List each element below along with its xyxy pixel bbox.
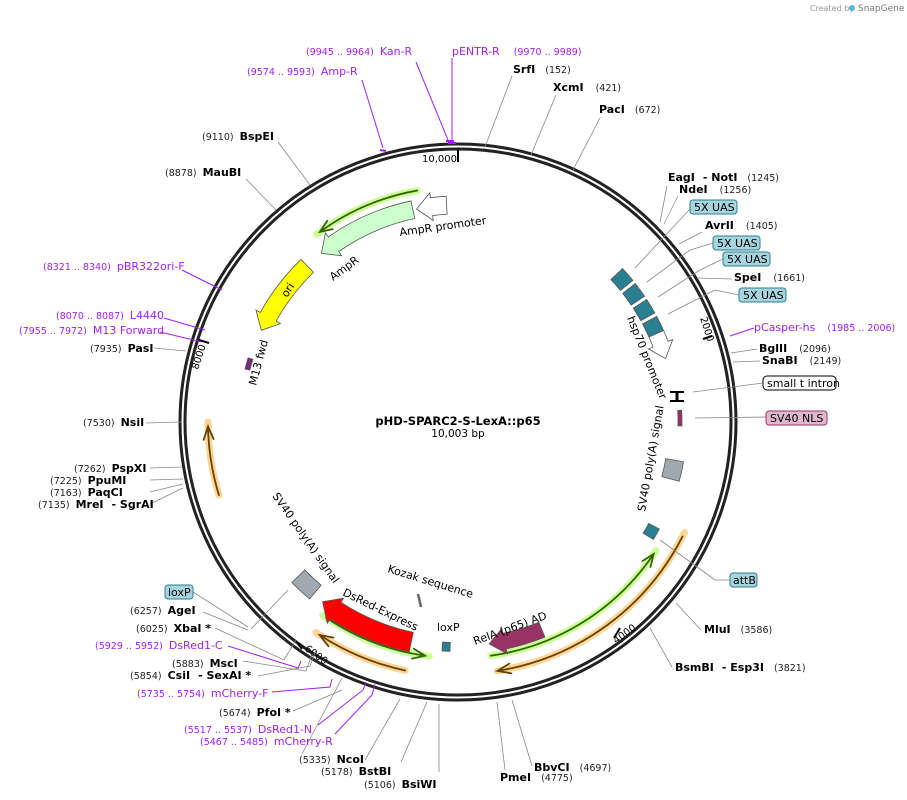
uas-label-2[interactable]: 5X UAS	[646, 235, 761, 283]
plasmid-size: 10,003 bp	[431, 428, 485, 440]
primer-leader-lines	[159, 58, 755, 735]
uas-label-1[interactable]: 5X UAS	[634, 199, 738, 269]
tick-2000: 2000	[697, 316, 715, 344]
enzyme-ncoi[interactable]: (5335)NcoI	[299, 753, 364, 766]
uas-block-2[interactable]	[622, 282, 646, 306]
enzyme-srfi[interactable]: SrfI(152)	[513, 63, 571, 76]
enzyme-csii-sexai[interactable]: (5854)CsiI- SexAI *	[130, 669, 251, 682]
label-loxp-inner: loxP	[437, 621, 460, 634]
enzyme-snabi[interactable]: SnaBI(2149)	[762, 354, 841, 367]
enzyme-bspei[interactable]: (9110)BspEI	[202, 130, 274, 143]
backbone-inner	[183, 147, 733, 697]
enzyme-pspxi[interactable]: (7262)PspXI	[74, 462, 146, 475]
sv40-nls-text: SV40 NLS	[770, 412, 823, 425]
orf-arrow-left	[202, 423, 220, 496]
enzyme-xcmi[interactable]: XcmI(421)	[553, 81, 621, 94]
label-kozak: Kozak sequence	[386, 562, 475, 600]
enzyme-bglii[interactable]: BglII(2096)	[759, 342, 831, 355]
primer-kan-r[interactable]: (9945 .. 9964)Kan-R	[306, 45, 413, 58]
green-arrow-left	[325, 616, 428, 660]
attb-label[interactable]: attB	[659, 539, 758, 588]
enzyme-msci[interactable]: (5883)MscI	[172, 657, 238, 670]
sv40-polya-leader	[250, 589, 289, 630]
credit-brand: SnapGene	[858, 4, 905, 14]
loxp-label-left[interactable]: loxP	[164, 584, 249, 628]
credit-prefix: Created by	[810, 4, 854, 13]
small-t-intron-text: small t intron	[767, 377, 840, 390]
sv40-nls-label[interactable]: SV40 NLS	[694, 410, 828, 426]
uas-label-text: 5X UAS	[727, 253, 768, 266]
primer-pbr322ori-f[interactable]: (8321 .. 8340)pBR322ori-F	[43, 260, 185, 273]
ampr-feature-arrow[interactable]	[320, 200, 416, 257]
ori-feature-arrow[interactable]	[255, 258, 315, 331]
primer-m13-forward[interactable]: (7955 .. 7972)M13 Forward	[19, 324, 164, 337]
tick-8000: 8000	[190, 343, 208, 371]
hsp70-promoter-feature[interactable]	[647, 329, 674, 360]
uas-label-3[interactable]: 5X UAS	[657, 251, 771, 298]
enzyme-spei[interactable]: SpeI(1661)	[734, 271, 805, 284]
ampr-direction-arrow	[317, 189, 419, 234]
enzyme-agei[interactable]: (6257)AgeI	[130, 604, 196, 617]
primer-pcasper-hs[interactable]: pCasper-hs(1985 .. 2006)	[754, 321, 895, 334]
enzyme-paci[interactable]: PacI(672)	[599, 103, 660, 116]
uas-block-1[interactable]	[610, 267, 634, 292]
enzyme-bstbi[interactable]: (5178)BstBI	[321, 765, 391, 778]
enzyme-xbai[interactable]: (6025)XbaI *	[136, 622, 211, 635]
enzyme-bsmbi-esp3i[interactable]: BsmBI- Esp3I(3821)	[675, 661, 806, 674]
enzyme-mlui[interactable]: MluI(3586)	[704, 623, 772, 636]
loxp-feature[interactable]	[441, 641, 451, 652]
uas-label-text: 5X UAS	[717, 237, 758, 250]
primer-amp-r[interactable]: (9574 .. 9593)Amp-R	[247, 65, 358, 78]
kozak-feature[interactable]	[416, 593, 423, 608]
sv40-nls-feature[interactable]	[677, 409, 683, 427]
orf-glow-arc-left	[204, 418, 223, 499]
label-sv40-polya-right: SV40 poly(A) signal	[635, 404, 666, 512]
small-t-intron-label[interactable]: small t intron	[692, 375, 840, 393]
uas-block-3[interactable]	[632, 298, 656, 322]
primer-l4440[interactable]: (8070 .. 8087)L4440	[56, 309, 164, 322]
enzyme-pasi[interactable]: (7935)PasI	[90, 342, 153, 355]
orange-arrow-left	[317, 633, 407, 672]
attb-text: attB	[733, 574, 756, 587]
uas-label-text: 5X UAS	[743, 289, 784, 302]
enzyme-paqci[interactable]: (7163)PaqCI	[50, 486, 123, 499]
snapgene-logo-icon	[849, 5, 855, 11]
primer-dsred1-c[interactable]: (5929 .. 5952)DsRed1-C	[95, 639, 223, 652]
enzyme-maubi[interactable]: (8878)MauBI	[165, 166, 241, 179]
sv40-polya-feature-left[interactable]	[291, 569, 322, 600]
primer-pentr-r[interactable]: pENTR-R(9970 .. 9989)	[452, 45, 582, 58]
enzyme-mrei-sgrai[interactable]: (7135)MreI- SgrAI	[38, 498, 154, 511]
sv40-polya-feature-right[interactable]	[661, 458, 684, 482]
uas-label-4[interactable]: 5X UAS	[667, 287, 787, 315]
uas-label-text: 5X UAS	[694, 201, 735, 214]
label-ampr: AmpR	[327, 253, 362, 283]
enzyme-nsii[interactable]: (7530)NsiI	[83, 416, 144, 429]
teal-feature-right[interactable]	[642, 522, 660, 540]
ampr-promoter-feature[interactable]	[416, 191, 448, 222]
m13-fwd-feature[interactable]	[244, 357, 254, 371]
enzyme-bsiwi[interactable]: (5106)BsiWI	[364, 778, 437, 791]
enzyme-bbvci[interactable]: BbvCI(4697)	[534, 761, 611, 774]
enzyme-leader-lines	[145, 75, 761, 772]
enzyme-pfoi[interactable]: (5674)PfoI *	[219, 706, 291, 719]
green-arrow-right	[489, 552, 656, 657]
enzyme-pmei[interactable]: PmeI(4775)	[500, 771, 573, 784]
tick-10000: 10,000	[422, 154, 457, 165]
loxp-text: loxP	[168, 586, 191, 599]
enzyme-avrii[interactable]: AvrII(1405)	[705, 219, 778, 232]
enzyme-ppumi[interactable]: (7225)PpuMI	[50, 474, 126, 487]
dsred-express-feature-arrow[interactable]	[322, 597, 414, 653]
enzyme-eagi-noti[interactable]: EagI- NotI(1245)	[668, 171, 779, 184]
primer-dsred1-n[interactable]: (5517 .. 5537)DsRed1-N	[184, 723, 312, 736]
enzyme-ndei[interactable]: NdeI(1256)	[679, 183, 751, 196]
primer-mcherry-r[interactable]: (5467 .. 5485)mCherry-R	[200, 735, 333, 748]
orf-arrow-right	[494, 535, 684, 675]
primer-mcherry-f[interactable]: (5735 .. 5754)mCherry-F	[137, 687, 268, 700]
rela-p65-ad-feature[interactable]	[488, 621, 546, 655]
plasmid-name: pHD-SPARC2-S-LexA::p65	[375, 414, 540, 428]
